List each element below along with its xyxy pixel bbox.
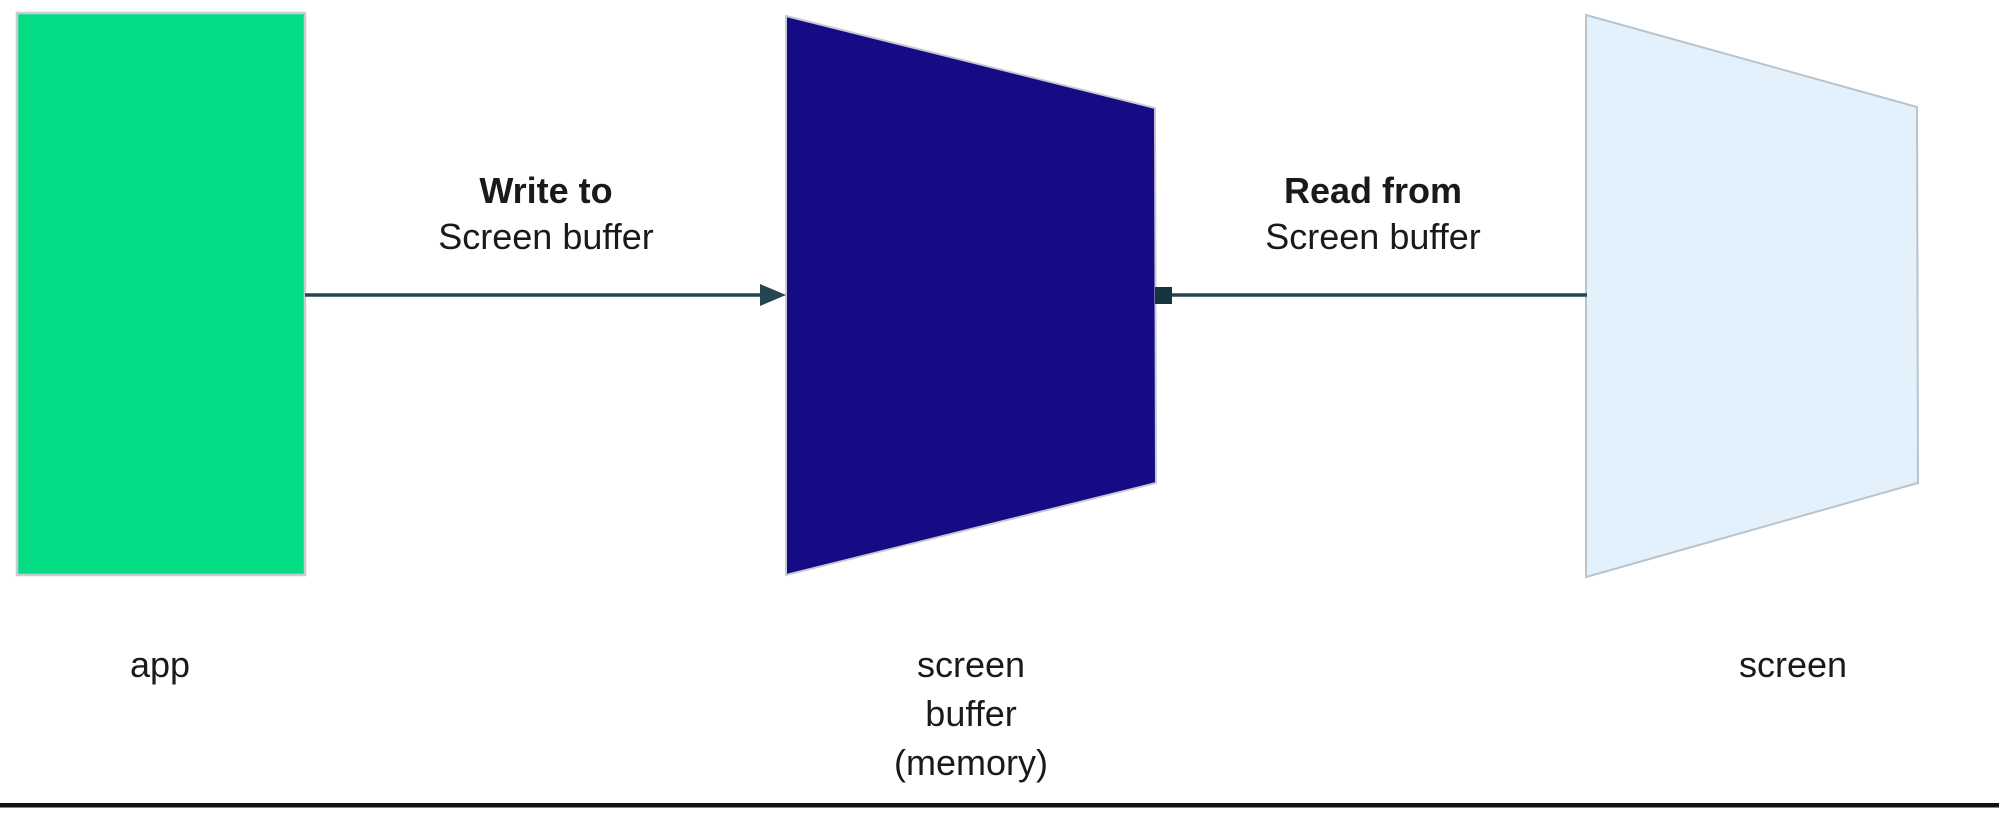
write-edge-title: Write to [479, 170, 613, 211]
read-edge-subtitle: Screen buffer [1265, 216, 1481, 257]
write-arrowhead-icon [760, 284, 786, 306]
write-edge-label: Write to Screen buffer [336, 168, 756, 260]
write-edge-subtitle: Screen buffer [438, 216, 654, 257]
screen-buffer-node-shape [786, 16, 1156, 575]
read-arrow-square-marker-icon [1155, 287, 1172, 304]
screen-node-label-text: screen [1738, 644, 1848, 685]
screen-node-border [1585, 13, 1920, 579]
screen-buffer-node-label: screen buffer (memory) [796, 640, 1146, 787]
screen-buffer-label-line2: buffer [925, 693, 1017, 734]
bottom-border-line [0, 803, 1999, 808]
app-node-shape [17, 13, 305, 575]
screen-buffer-label-line3: (memory) [894, 742, 1048, 783]
read-edge-title: Read from [1283, 170, 1463, 211]
app-node-label-text: app [129, 644, 191, 685]
app-node-label: app [0, 640, 320, 689]
read-edge-label: Read from Screen buffer [1163, 168, 1583, 260]
screen-node-label: screen [1633, 640, 1953, 689]
screen-node-shape [1586, 15, 1918, 577]
screen-buffer-label-line1: screen [916, 644, 1026, 685]
screen-buffer-node-border [785, 14, 1158, 577]
